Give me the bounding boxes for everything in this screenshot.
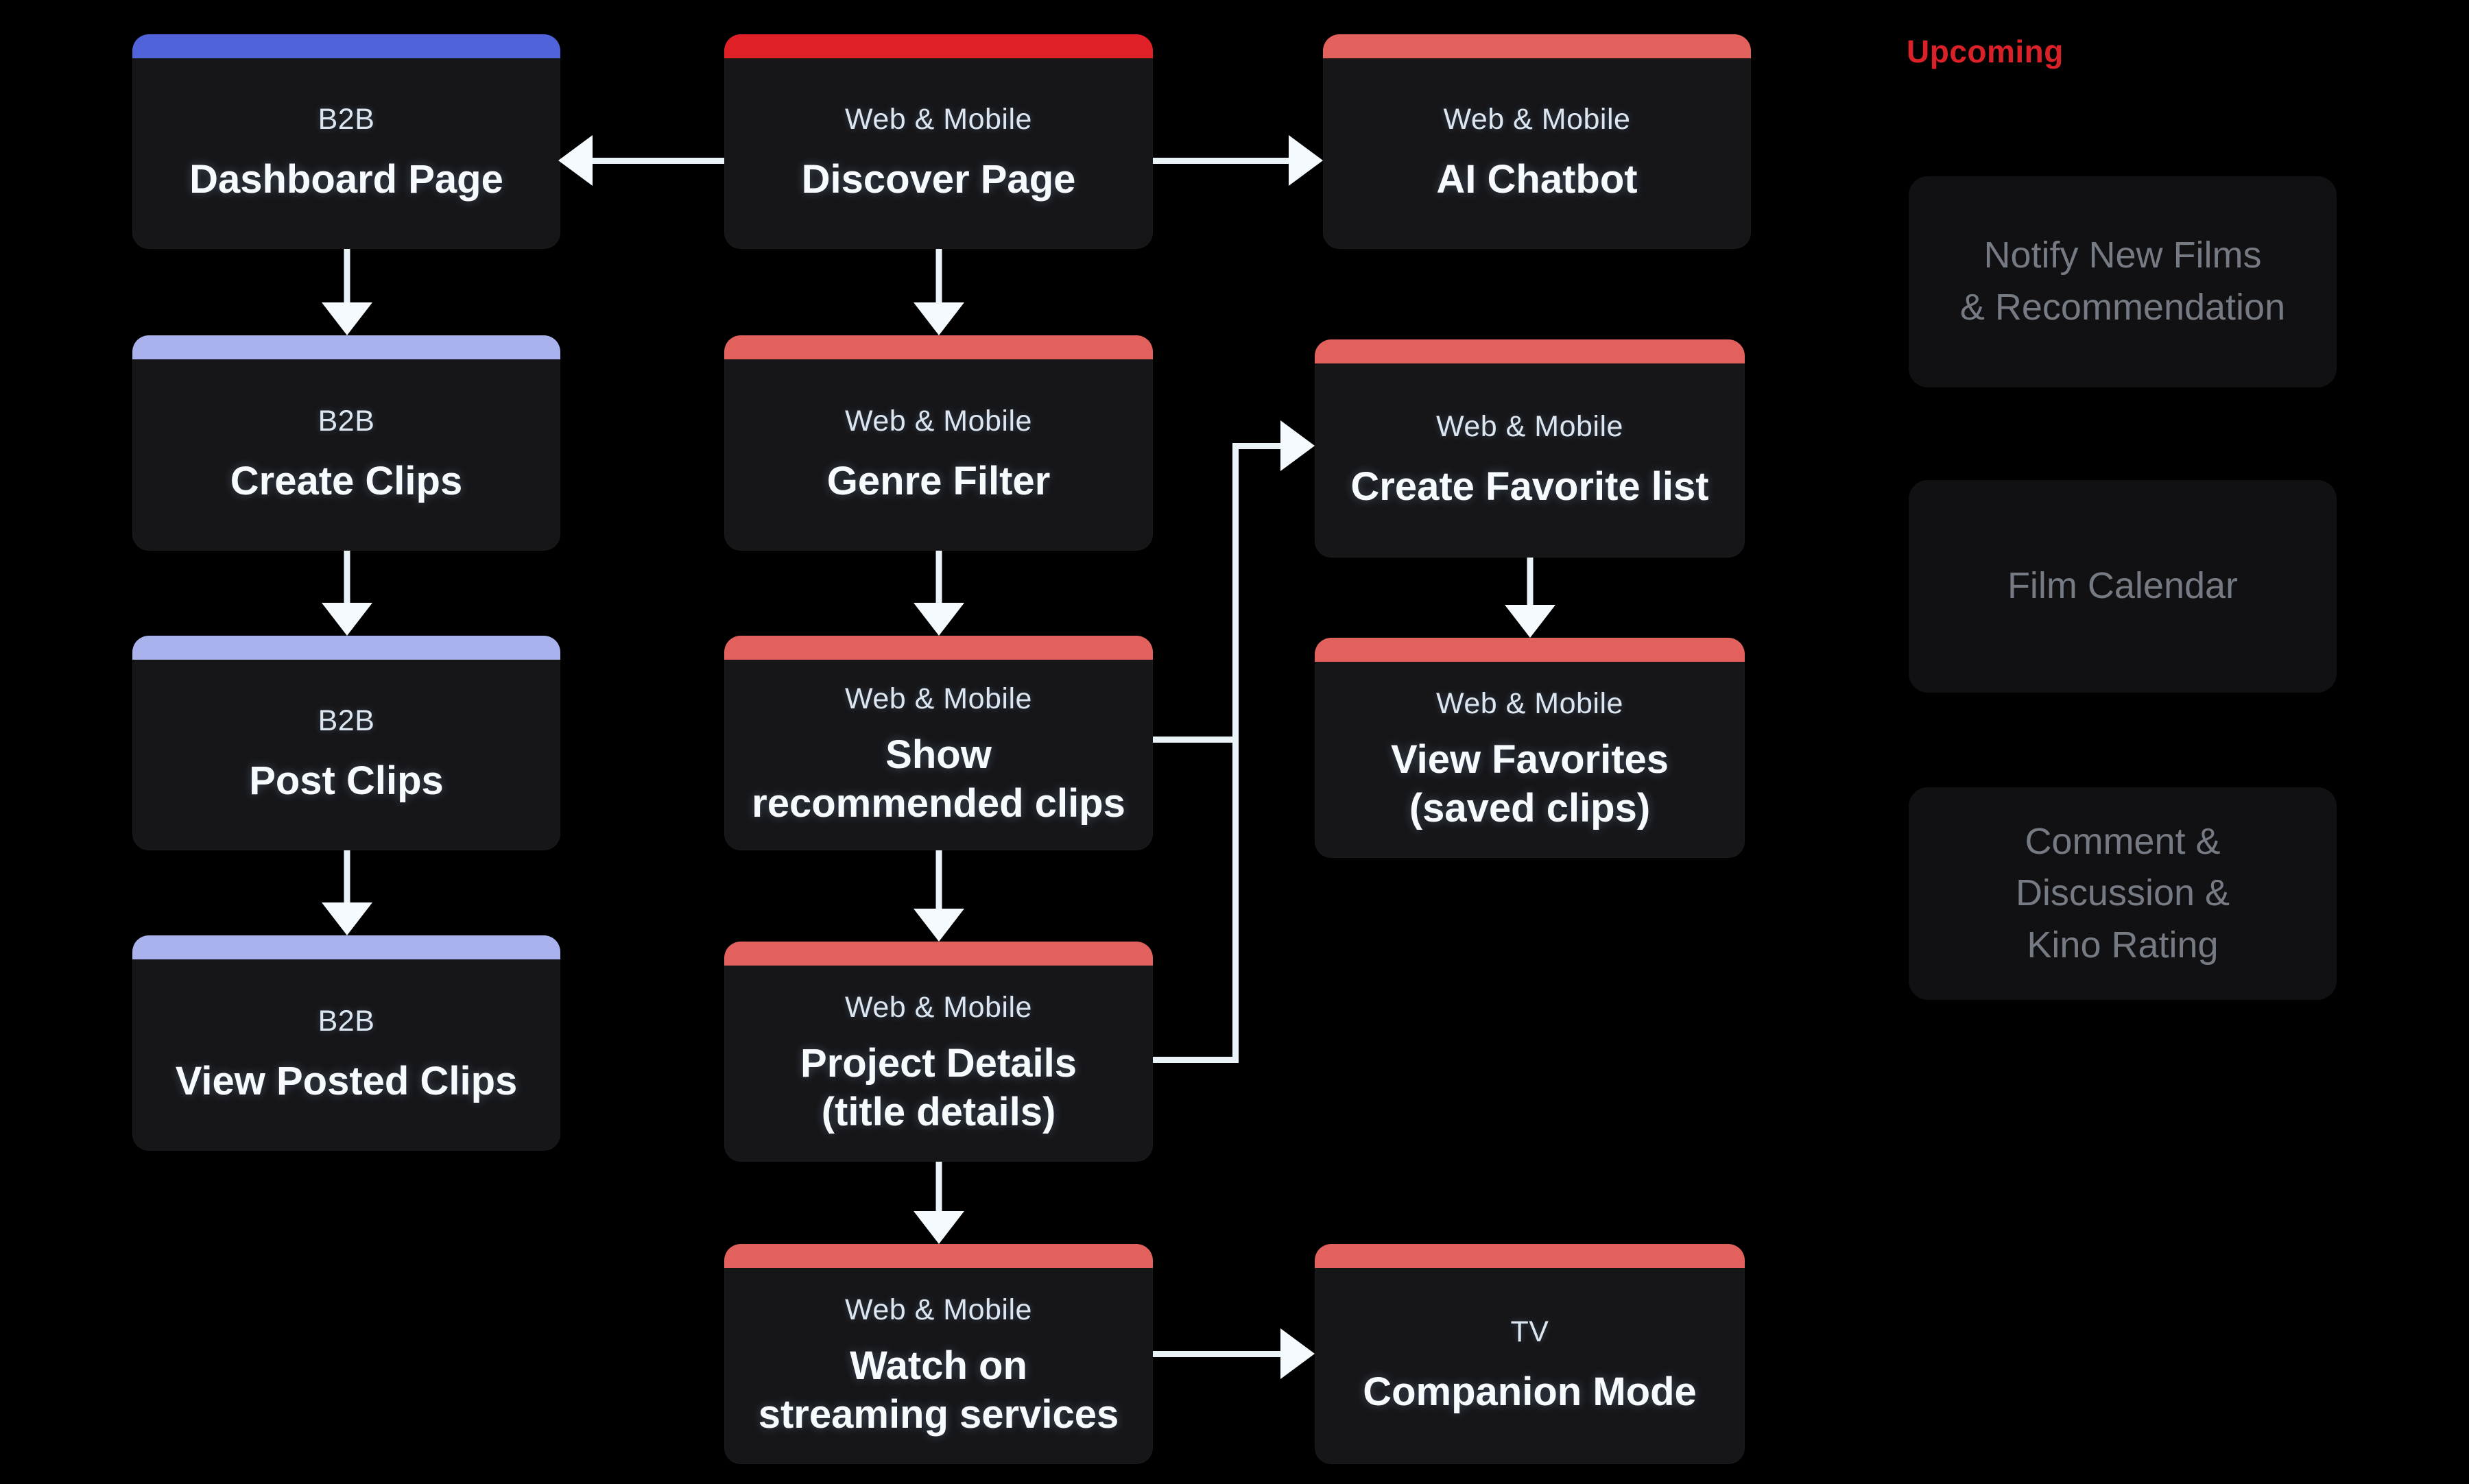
node-tv-companion-mode[interactable]: TV Companion Mode xyxy=(1315,1244,1745,1464)
upcoming-card-notify-new-films[interactable]: Notify New Films & Recommendation xyxy=(1909,176,2337,387)
node-title: Show recommended clips xyxy=(752,732,1125,826)
node-title: Discover Page xyxy=(801,157,1076,202)
node-title: Post Clips xyxy=(249,758,444,804)
node-platform-label: Web & Mobile xyxy=(845,103,1032,136)
node-genre-filter[interactable]: Web & Mobile Genre Filter xyxy=(724,335,1153,551)
upcoming-card-label: Notify New Films & Recommendation xyxy=(1959,235,2286,328)
node-show-recommended-clips[interactable]: Web & Mobile Show recommended clips xyxy=(724,636,1153,850)
node-color-bar xyxy=(1315,339,1745,363)
node-title: Genre Filter xyxy=(826,458,1051,503)
node-color-bar xyxy=(132,335,560,359)
node-platform-label: Web & Mobile xyxy=(845,1293,1032,1326)
node-platform-label: TV xyxy=(1510,1315,1549,1349)
node-post-clips[interactable]: B2B Post Clips xyxy=(132,636,560,850)
node-color-bar xyxy=(1323,34,1751,58)
arrow-discover-to-genre-filter xyxy=(913,249,964,335)
node-title: Create Favorite list xyxy=(1350,464,1709,509)
node-platform-label: B2B xyxy=(318,704,375,738)
node-platform-label: Web & Mobile xyxy=(845,404,1032,438)
arrow-project-details-to-watch-streaming xyxy=(913,1162,964,1244)
node-color-bar xyxy=(724,1244,1153,1268)
node-platform-label: B2B xyxy=(318,1004,375,1038)
arrow-show-recommended-to-project-details xyxy=(913,850,964,942)
node-platform-label: B2B xyxy=(318,404,375,438)
node-platform-label: Web & Mobile xyxy=(1443,103,1631,136)
node-title: Create Clips xyxy=(230,458,463,503)
node-color-bar xyxy=(1315,1244,1745,1268)
node-color-bar xyxy=(724,335,1153,359)
arrow-create-favorite-to-view-favorites xyxy=(1504,558,1555,638)
node-title: AI Chatbot xyxy=(1436,157,1638,202)
upcoming-card-label: Film Calendar xyxy=(2007,565,2239,607)
node-view-favorites[interactable]: Web & Mobile View Favorites (saved clips… xyxy=(1315,638,1745,858)
node-discover-page[interactable]: Web & Mobile Discover Page xyxy=(724,34,1153,249)
node-color-bar xyxy=(132,935,560,959)
node-platform-label: B2B xyxy=(318,103,375,136)
node-title: Watch on streaming services xyxy=(758,1343,1119,1437)
node-color-bar xyxy=(724,34,1153,58)
node-platform-label: Web & Mobile xyxy=(845,990,1032,1024)
upcoming-card-comment-discussion[interactable]: Comment & Discussion & Kino Rating xyxy=(1909,787,2337,1000)
node-title: View Posted Clips xyxy=(175,1058,518,1103)
node-watch-streaming-services[interactable]: Web & Mobile Watch on streaming services xyxy=(724,1244,1153,1464)
node-color-bar xyxy=(132,636,560,660)
connector-branch-show-recommended xyxy=(1153,737,1239,743)
node-color-bar xyxy=(724,942,1153,966)
connector-vertical-trunk xyxy=(1232,443,1239,1063)
arrow-create-clips-to-post-clips xyxy=(321,551,372,636)
upcoming-card-film-calendar[interactable]: Film Calendar xyxy=(1909,480,2337,693)
arrow-dashboard-to-create-clips xyxy=(321,249,372,335)
node-platform-label: Web & Mobile xyxy=(1436,409,1623,443)
connector-branch-project-details xyxy=(1153,1057,1239,1063)
node-color-bar xyxy=(1315,638,1745,662)
node-platform-label: Web & Mobile xyxy=(845,682,1032,715)
arrow-post-clips-to-view-posted xyxy=(321,850,372,935)
node-color-bar xyxy=(724,636,1153,660)
arrow-genre-filter-to-show-recommended xyxy=(913,551,964,636)
connector-top-run xyxy=(1232,443,1282,449)
upcoming-card-label: Comment & Discussion & Kino Rating xyxy=(2015,820,2230,966)
node-create-clips[interactable]: B2B Create Clips xyxy=(132,335,560,551)
node-create-favorite-list[interactable]: Web & Mobile Create Favorite list xyxy=(1315,339,1745,558)
node-title: Project Details (title details) xyxy=(800,1040,1077,1134)
node-title: Companion Mode xyxy=(1363,1369,1697,1415)
node-color-bar xyxy=(132,34,560,58)
node-title: View Favorites (saved clips) xyxy=(1390,737,1669,830)
connector-arrowhead xyxy=(1280,420,1315,471)
node-dashboard-page[interactable]: B2B Dashboard Page xyxy=(132,34,560,249)
node-platform-label: Web & Mobile xyxy=(1436,686,1623,720)
node-view-posted-clips[interactable]: B2B View Posted Clips xyxy=(132,935,560,1151)
node-project-details[interactable]: Web & Mobile Project Details (title deta… xyxy=(724,942,1153,1162)
node-ai-chatbot[interactable]: Web & Mobile AI Chatbot xyxy=(1323,34,1751,249)
node-title: Dashboard Page xyxy=(189,157,503,202)
upcoming-section-label: Upcoming xyxy=(1907,34,2064,69)
